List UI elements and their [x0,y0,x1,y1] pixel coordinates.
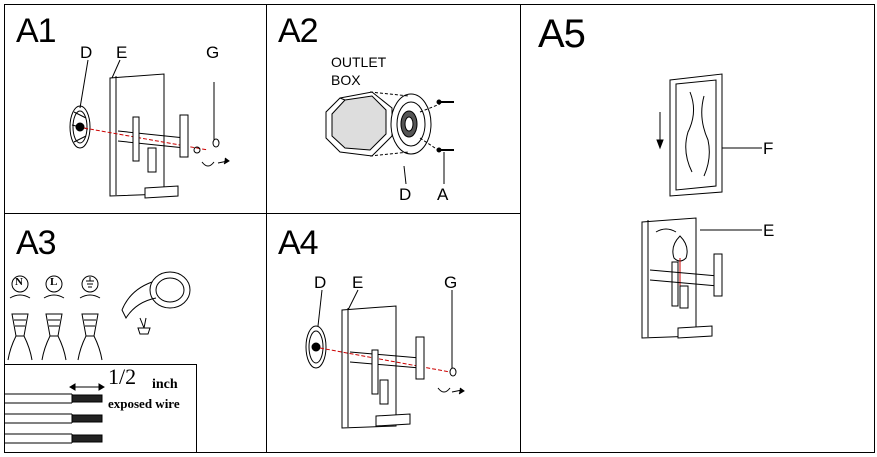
a2-label-d: D [399,185,412,204]
a2-drawing [325,91,454,185]
a1-drawing [69,59,230,199]
a5-label-f: F [763,139,774,158]
a2-label-a: A [437,185,449,204]
a5-label-e: E [763,221,775,240]
a1-label-e: E [116,43,128,62]
a3-title: A3 [16,224,57,262]
a4-drawing [305,289,465,429]
a1-title: A1 [16,12,57,50]
a2-outlet-line1: OUTLET [331,54,387,70]
a2-title: A2 [278,12,319,50]
live-symbol: L [50,276,58,288]
a4-label-g: G [444,273,458,292]
a1-label-d: D [80,43,93,62]
a4-label-e: E [352,273,364,292]
exposed-wire-label: exposed wire [108,396,180,411]
inch-label: inch [152,377,178,392]
a4-title: A4 [278,224,319,262]
a3-drawing [4,271,197,453]
a2-outlet-line2: BOX [331,72,361,88]
neutral-symbol: N [15,276,23,288]
fraction-label: 1/2 [108,364,137,389]
panel-grid [4,4,875,453]
a5-title: A5 [538,12,586,56]
a5-drawing [641,73,762,339]
a1-label-g: G [206,43,220,62]
a4-label-d: D [314,273,327,292]
